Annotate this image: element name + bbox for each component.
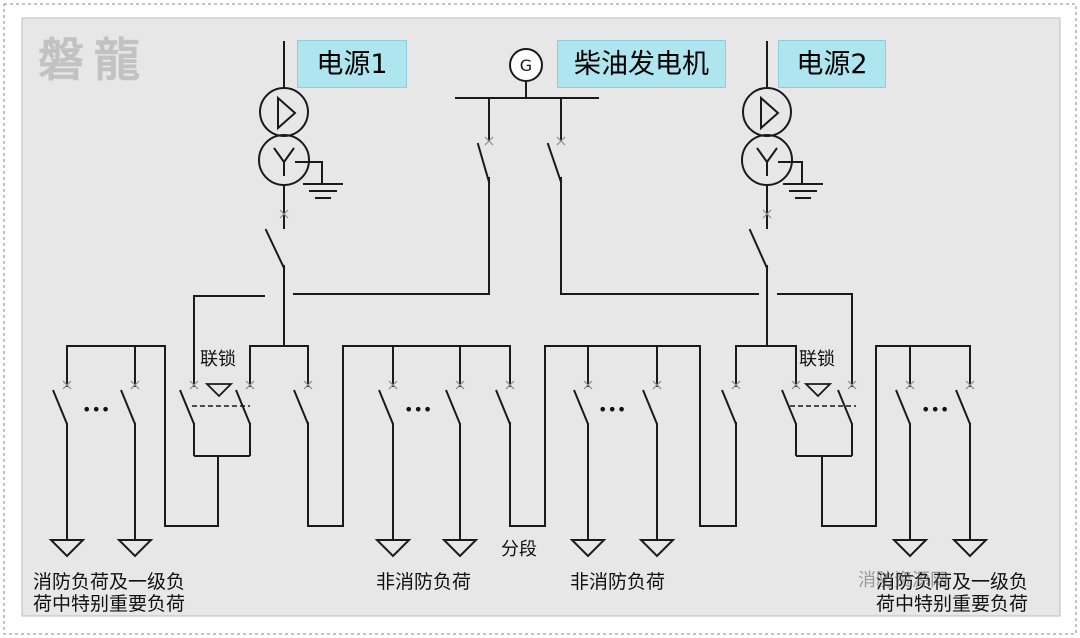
feeder-switch-12 [781, 389, 797, 425]
load-arrow-3 [374, 539, 412, 558]
ellipsis-4: ••• [921, 400, 950, 419]
wechat-watermark: 消防资源网 [858, 570, 948, 591]
feeder-switch-5 [293, 389, 309, 425]
feeder-switch-11 [721, 389, 737, 425]
load-arrow-4 [441, 539, 479, 558]
source2-delta-mark [760, 95, 780, 131]
load-arrow-1 [48, 539, 86, 558]
feeder-switch-1 [52, 389, 68, 425]
feeder-switch-15 [955, 389, 971, 425]
source2-main-switch [748, 228, 769, 270]
source1-delta-mark [277, 95, 297, 131]
feeder-switch-6 [378, 389, 394, 425]
feeder-switch-3 [179, 389, 195, 425]
load-nonfire-1: 非消防负荷 [376, 571, 472, 593]
ellipsis-2: ••• [404, 400, 433, 419]
feeder-switch-2 [120, 389, 136, 425]
bus-section-label: 分段 [501, 539, 537, 560]
load-arrow-7 [891, 539, 929, 558]
load-arrow-5 [569, 539, 607, 558]
source2-wye-mark [756, 147, 778, 176]
load-right-line1: 消防负荷及一级负 [876, 571, 1029, 593]
feeder-switch-4 [235, 389, 251, 425]
source2-label: 电源2 [778, 40, 886, 88]
source1-wye-mark [273, 147, 295, 176]
feeder-switch-10 [642, 389, 658, 425]
load-arrow-8 [951, 539, 989, 558]
interlock-right-triangle [803, 383, 833, 398]
generator-symbol [509, 48, 543, 82]
feeder-switch-9 [573, 389, 589, 425]
load-left-line1: 消防负荷及一级负 [33, 571, 186, 593]
generator-label: 柴油发电机 [557, 40, 726, 88]
feeder-switch-7 [445, 389, 461, 425]
source1-main-switch [264, 228, 286, 270]
feeder-switch-13 [837, 389, 853, 425]
load-arrow-6 [638, 539, 676, 558]
feeder-switch-8 [495, 389, 511, 425]
source1-label: 电源1 [297, 40, 407, 88]
load-right-line2: 荷中特别重要负荷 [876, 593, 1029, 615]
interlock-left-triangle [204, 383, 234, 398]
load-arrow-2 [116, 539, 154, 558]
generator-feeder-2-switch [546, 142, 563, 184]
ellipsis-3: ••• [598, 400, 627, 419]
load-right: 消防负荷及一级负 荷中特别重要负荷 [876, 571, 1028, 615]
load-nonfire-2: 非消防负荷 [570, 571, 666, 593]
ellipsis-1: ••• [82, 400, 111, 419]
load-left: 消防负荷及一级负 荷中特别重要负荷 [33, 571, 185, 615]
generator-symbol-letter: G [520, 56, 532, 75]
feeder-switch-14 [895, 389, 911, 425]
logo-watermark: 磐龍 [38, 33, 150, 87]
generator-feeder-1-switch [476, 142, 491, 184]
interlock-left-label: 联锁 [200, 349, 236, 370]
load-left-line2: 荷中特别重要负荷 [33, 593, 186, 615]
interlock-right-label: 联锁 [799, 349, 835, 370]
